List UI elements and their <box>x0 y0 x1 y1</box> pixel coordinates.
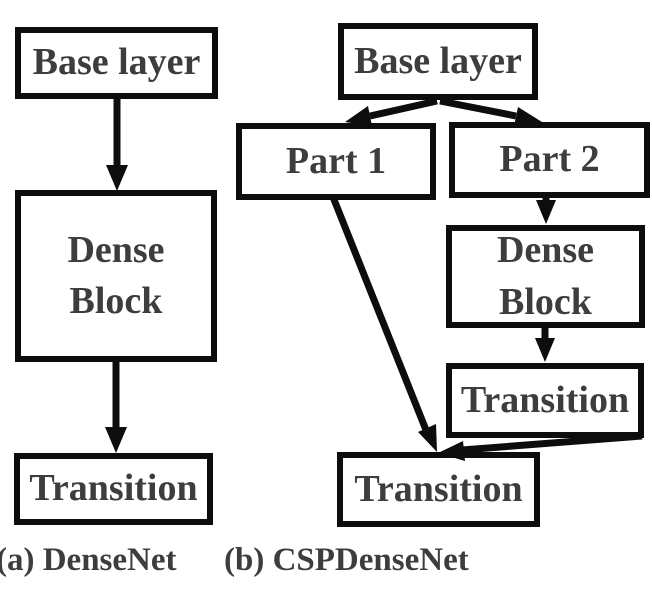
node-a-base-layer: Base layer <box>15 27 218 99</box>
node-b-transition-bottom: Transition <box>337 452 540 527</box>
node-b-part1: Part 1 <box>236 123 436 200</box>
arrow-b-part1-to-transition-bottom <box>329 195 437 452</box>
arrow-a-dense-to-transition <box>105 362 127 453</box>
node-a-transition: Transition <box>14 453 213 525</box>
node-b-base-layer: Base layer <box>338 23 538 100</box>
node-b-part2: Part 2 <box>449 122 650 198</box>
caption-cspdensenet: (b) CSPDenseNet <box>224 542 469 578</box>
arrow-a-base-to-dense <box>106 99 128 191</box>
caption-densenet: (a) DenseNet <box>0 542 177 578</box>
arrow-b-part2-to-dense <box>536 197 556 224</box>
arrow-b-dense-to-transition-upper <box>535 328 555 362</box>
node-b-dense-block: Dense Block <box>446 225 645 328</box>
node-a-dense-block: Dense Block <box>15 190 217 362</box>
node-b-transition-upper: Transition <box>446 363 644 438</box>
